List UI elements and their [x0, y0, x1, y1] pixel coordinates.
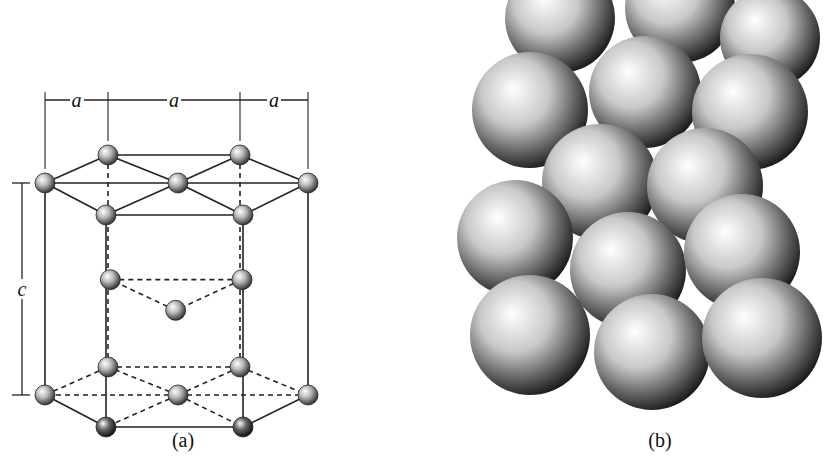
cell-edge — [106, 426, 243, 428]
cell-edge — [108, 367, 178, 395]
dimension-label: a — [267, 90, 281, 110]
atom — [35, 173, 55, 193]
cell-edge — [108, 155, 178, 183]
atom — [233, 417, 253, 437]
atom — [168, 173, 188, 193]
atom — [96, 205, 116, 225]
atom — [298, 173, 318, 193]
atom — [166, 300, 186, 320]
atom — [233, 205, 253, 225]
atom — [230, 145, 250, 165]
cell-edge — [243, 183, 308, 215]
cell-edge — [178, 183, 243, 215]
atom — [298, 385, 318, 405]
dimension-label: c — [16, 279, 29, 299]
cell-edge — [239, 155, 241, 367]
cell-edge — [176, 280, 242, 311]
cell-edge — [44, 183, 46, 395]
dimension-label: a — [70, 90, 84, 110]
cell-edge — [108, 154, 240, 156]
cell-edge — [105, 215, 107, 427]
atom — [168, 385, 188, 405]
cell-edge — [240, 367, 308, 395]
atom — [232, 270, 252, 290]
cell-edge — [240, 155, 308, 183]
cell-edge — [178, 182, 308, 184]
cell-edge — [243, 395, 308, 427]
cell-edge — [110, 279, 242, 281]
atom-sphere — [594, 294, 710, 410]
atom — [98, 145, 118, 165]
cell-edge — [106, 395, 178, 427]
dimension-label: a — [167, 90, 181, 110]
hcp-unit-cell — [35, 145, 318, 437]
cell-edge — [45, 182, 178, 184]
cell-edge — [106, 214, 243, 216]
atom-sphere — [702, 278, 822, 398]
cell-edge — [242, 215, 244, 427]
atom — [98, 357, 118, 377]
cell-edge — [178, 395, 243, 427]
atom — [35, 385, 55, 405]
panel-label: (b) — [646, 430, 673, 450]
atom-sphere — [470, 275, 590, 395]
cell-edge — [45, 394, 178, 396]
cell-edge — [107, 155, 109, 367]
cell-edge — [108, 366, 240, 368]
atom — [96, 417, 116, 437]
cell-edge — [307, 183, 309, 395]
dimension-lines — [12, 92, 308, 395]
cell-edge — [110, 280, 175, 311]
atom — [230, 357, 250, 377]
cell-edge — [106, 183, 178, 215]
sphere-packing — [457, 0, 822, 410]
panel-label: (a) — [170, 430, 196, 450]
atom — [100, 270, 120, 290]
